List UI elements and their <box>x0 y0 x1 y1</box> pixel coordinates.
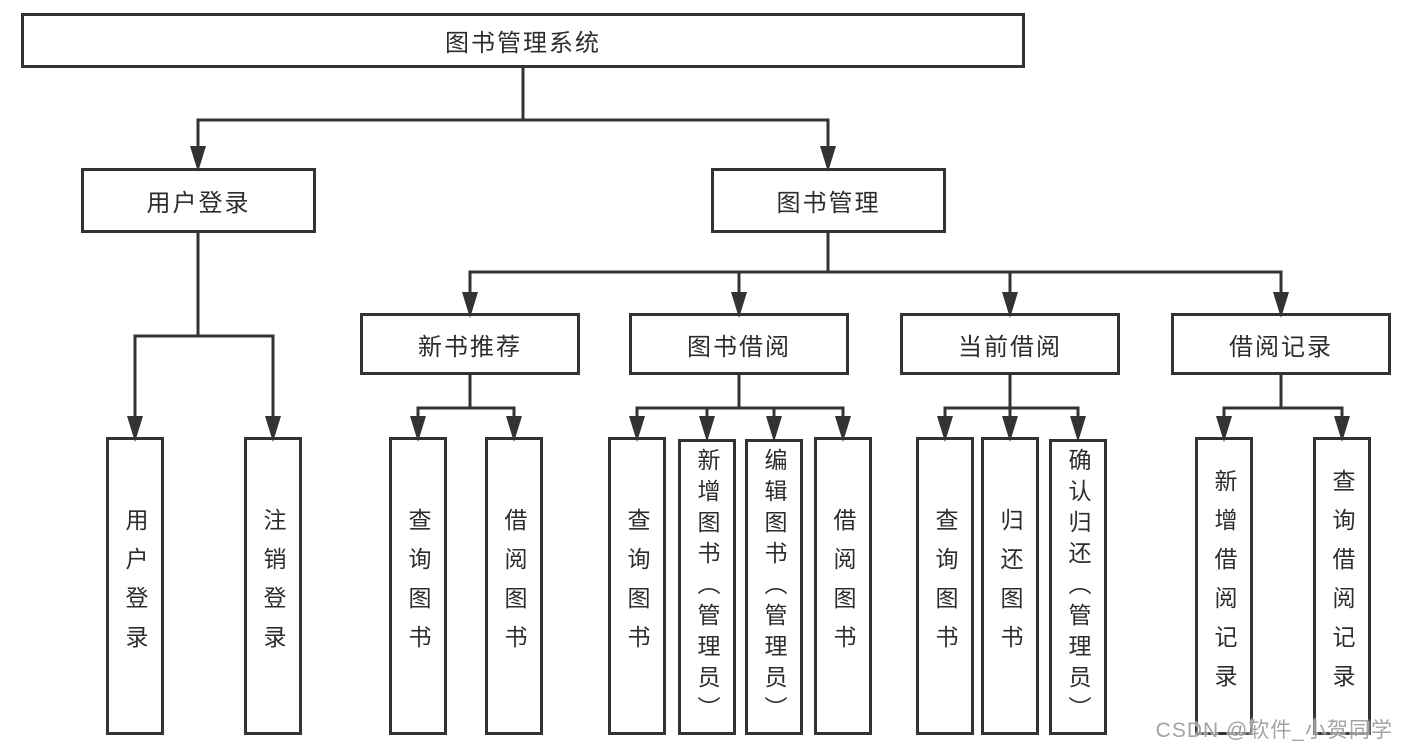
leaf-current-query-books: 查询图书 <box>916 437 974 735</box>
leaf-newbook-query-books: 查询图书 <box>389 437 447 735</box>
leaf-borrowing-edit-books-admin: 编辑图书（管理员） <box>745 439 803 735</box>
leaf-current-return-books: 归还图书 <box>981 437 1039 735</box>
node-borrowing-records: 借阅记录 <box>1171 313 1391 375</box>
node-book-management: 图书管理 <box>711 168 946 233</box>
node-user-login: 用户登录 <box>81 168 316 233</box>
leaf-records-add-borrow-record: 新增借阅记录 <box>1195 437 1253 735</box>
leaf-user-login: 用户登录 <box>106 437 164 735</box>
leaf-borrowing-add-books-admin: 新增图书（管理员） <box>678 439 736 735</box>
watermark: CSDN @软件_小贺同学 <box>1155 719 1393 742</box>
leaf-current-confirm-return-admin: 确认归还（管理员） <box>1049 439 1107 735</box>
leaf-borrowing-query-books: 查询图书 <box>608 437 666 735</box>
leaf-newbook-borrow-books: 借阅图书 <box>485 437 543 735</box>
leaf-borrowing-borrow-books: 借阅图书 <box>814 437 872 735</box>
leaf-records-query-borrow-record: 查询借阅记录 <box>1313 437 1371 735</box>
node-new-book-recommend: 新书推荐 <box>360 313 580 375</box>
leaf-logout-login: 注销登录 <box>244 437 302 735</box>
node-root: 图书管理系统 <box>21 13 1025 68</box>
node-current-borrowing: 当前借阅 <box>900 313 1120 375</box>
node-book-borrowing: 图书借阅 <box>629 313 849 375</box>
